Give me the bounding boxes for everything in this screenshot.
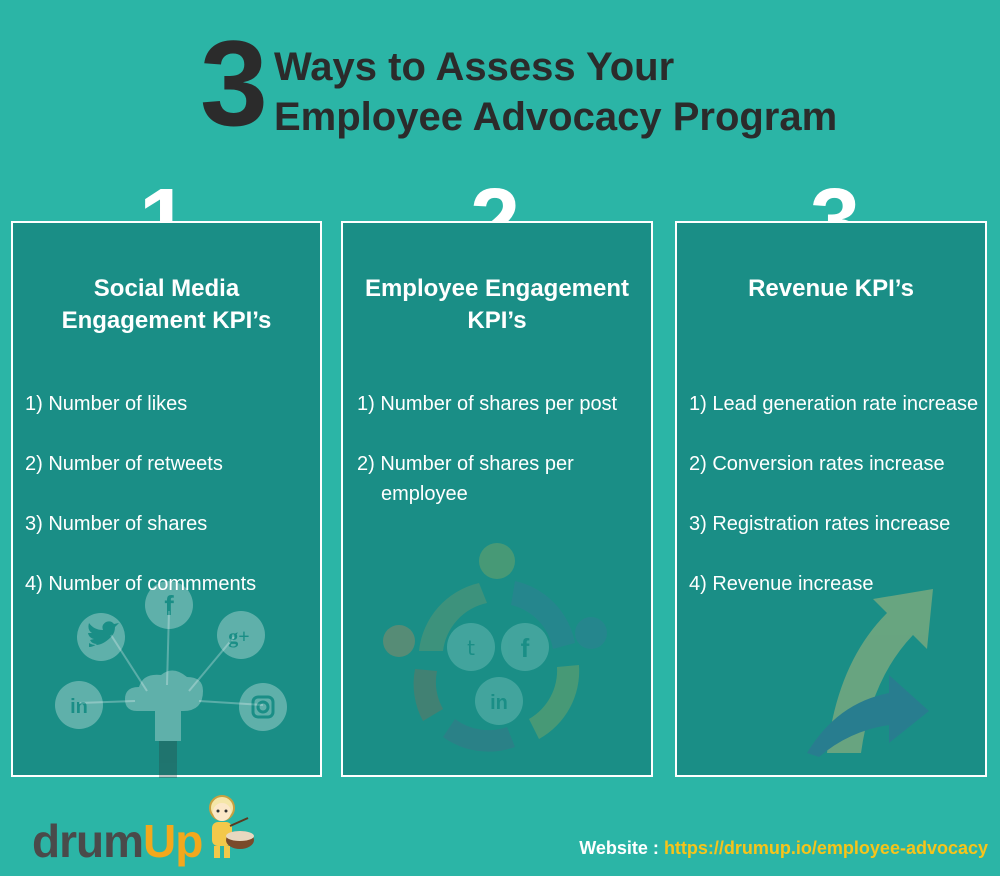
drummer-mascot-icon xyxy=(209,795,254,858)
list-item: 2) Number of shares per employee xyxy=(357,453,574,505)
card-2-title: Employee Engagement KPI’s xyxy=(364,275,630,334)
people-circle-icon: t f in xyxy=(383,543,607,752)
title-line-2: Employee Advocacy Program xyxy=(274,95,838,139)
list-item: 2) Conversion rates increase xyxy=(689,453,945,475)
list-item: 3) Registration rates increase xyxy=(689,513,951,535)
card-2-kpi-list: 1) Number of shares per post 2) Number o… xyxy=(357,389,645,539)
list-item: 1) Lead generation rate increase xyxy=(689,393,979,415)
list-item: 2) Number of retweets xyxy=(25,453,223,475)
twitter-icon xyxy=(77,613,125,661)
card-employee-engagement: t f in Employee Engagement KPI’s 1) Numb… xyxy=(341,221,653,777)
card-3-title: Revenue KPI’s xyxy=(748,275,914,302)
svg-text:in: in xyxy=(490,692,508,714)
card-1-title: Social Media Engagement KPI’s xyxy=(61,275,272,334)
card-social-media: f g+ in Social Media Engagement KPI’s 1)… xyxy=(11,221,322,778)
cloud-icon xyxy=(125,670,203,778)
card-1-kpi-list: 1) Number of likes 2) Number of retweets… xyxy=(25,389,314,629)
linkedin-icon: in xyxy=(475,677,523,725)
svg-text:g+: g+ xyxy=(228,626,249,648)
list-item: 1) Number of likes xyxy=(25,393,188,415)
svg-text:in: in xyxy=(70,696,88,718)
svg-text:f: f xyxy=(164,590,174,621)
google-plus-icon: g+ xyxy=(217,611,265,659)
website-label: Website : xyxy=(579,838,659,858)
title-line-1: Ways to Assess Your xyxy=(274,45,675,89)
twitter-icon: t xyxy=(447,623,495,671)
website-line: Website : https://drumup.io/employee-adv… xyxy=(579,838,988,859)
svg-text:t: t xyxy=(467,636,475,660)
instagram-icon xyxy=(239,683,287,731)
list-item: 1) Number of shares per post xyxy=(357,393,618,415)
website-link[interactable]: https://drumup.io/employee-advocacy xyxy=(663,838,988,858)
logo-text-drum: drum xyxy=(32,815,144,867)
list-item: 3) Number of shares xyxy=(25,513,208,535)
growth-arrow-icon xyxy=(807,589,933,757)
social-network-illustration: f g+ in xyxy=(55,581,287,778)
linkedin-icon: in xyxy=(55,681,103,729)
svg-text:f: f xyxy=(521,633,530,663)
list-item: 4) Revenue increase xyxy=(689,573,874,595)
facebook-icon: f xyxy=(501,623,549,671)
drumup-logo[interactable]: drumUp xyxy=(32,814,203,868)
facebook-icon: f xyxy=(145,581,193,629)
card-3-kpi-list: 1) Lead generation rate increase 2) Conv… xyxy=(689,389,983,629)
title-number: 3 xyxy=(200,15,268,151)
logo-text-up: Up xyxy=(143,815,203,867)
page-title: Ways to Assess Your Employee Advocacy Pr… xyxy=(274,42,837,142)
card-revenue: Revenue KPI’s 1) Lead generation rate in… xyxy=(675,221,987,777)
list-item: 4) Number of commments xyxy=(25,573,257,595)
